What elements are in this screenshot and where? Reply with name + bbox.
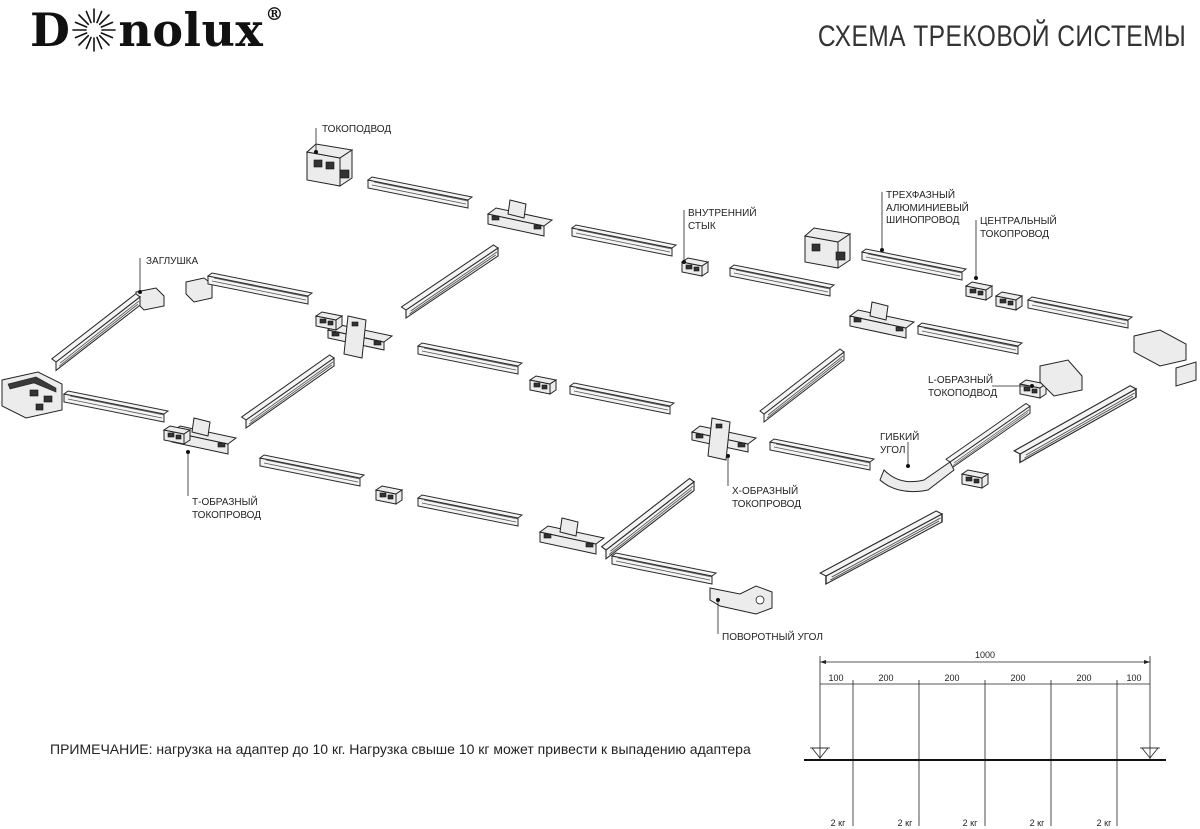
end-cap-2 xyxy=(185,277,213,303)
dim-total: 1000 xyxy=(975,650,995,660)
label-inner-joint: ВНУТРЕННИЙ СТЫК xyxy=(688,208,757,232)
load-note: ПРИМЕЧАНИЕ: нагрузка на адаптер до 10 кг… xyxy=(50,741,751,757)
brand-name-suffix: nolux xyxy=(118,3,264,57)
label-l-shaped-feed: L-ОБРАЗНЫЙ ТОКОПОДВОД xyxy=(928,375,998,399)
label-central-feed: ЦЕНТРАЛЬНЫЙ ТОКОПРОВОД xyxy=(980,216,1057,240)
label-power-feed: ТОКОПОДВОД xyxy=(322,124,392,135)
dim-segment-1: 100 xyxy=(828,673,843,683)
power-feed-right xyxy=(803,227,852,269)
load-5: 2 кг xyxy=(1097,818,1112,828)
dim-segment-3: 200 xyxy=(944,673,959,683)
dim-segment-5: 200 xyxy=(1076,673,1091,683)
l-shaped-feed xyxy=(1039,329,1197,397)
load-4: 2 кг xyxy=(1030,818,1045,828)
label-end-cap: ЗАГЛУШКА xyxy=(146,256,199,267)
load-3: 2 кг xyxy=(963,818,978,828)
rotating-corner xyxy=(709,585,773,615)
load-diagram: 1000 100 200 200 200 200 100 2 кг 2 кг 2… xyxy=(804,650,1166,828)
dim-segment-2: 200 xyxy=(878,673,893,683)
power-feed-top xyxy=(305,143,354,187)
label-flexible-corner: ГИБКИЙ УГОЛ xyxy=(880,432,920,456)
brand-logo: D nolux ® xyxy=(30,2,284,58)
load-2: 2 кг xyxy=(898,818,913,828)
load-1: 2 кг xyxy=(831,818,846,828)
leader-lines xyxy=(138,128,1034,634)
sunburst-icon xyxy=(72,8,117,52)
power-feed-left-corner xyxy=(1,371,63,419)
dim-segment-6: 100 xyxy=(1126,673,1141,683)
page-title: СХЕМА ТРЕКОВОЙ СИСТЕМЫ xyxy=(817,20,1186,53)
label-t-connector: Т-ОБРАЗНЫЙ ТОКОПРОВОД xyxy=(192,497,262,521)
label-rotating-corner: ПОВОРОТНЫЙ УГОЛ xyxy=(722,632,823,643)
dim-segment-4: 200 xyxy=(1010,673,1025,683)
flexible-corner xyxy=(879,461,955,493)
brand-name-prefix: D xyxy=(30,3,71,57)
label-three-phase-track: ТРЕХФАЗНЫЙ АЛЮМИНИЕВЫЙ ШИНОПРОВОД xyxy=(886,190,969,226)
registered-mark: ® xyxy=(265,3,284,25)
label-x-connector: Х-ОБРАЗНЫЙ ТОКОПРОВОД xyxy=(732,486,802,510)
